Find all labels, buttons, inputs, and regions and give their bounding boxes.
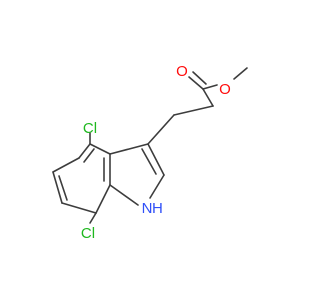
bond-c7-cl: [89, 212, 97, 224]
bond-n1-c7a: [109, 184, 139, 206]
chlorine-4-label: Cl: [83, 120, 97, 137]
bond-c4-c5-double: [83, 148, 95, 163]
molecule-structure-diagram: O O Cl Cl N H: [52, 63, 248, 242]
indole-nitrogen-label: N: [142, 200, 153, 217]
bond-ch2-carbonyl: [202, 88, 214, 107]
bond-c3a-c3: [109, 143, 149, 155]
ester-oxygen-label: O: [219, 81, 231, 98]
bond-carbonyl-o-double-2: [192, 71, 207, 85]
bond-carbonyl-o-double-1: [188, 76, 204, 90]
bond-c5-c6: [52, 157, 80, 173]
bond-ch2-ch2: [173, 105, 214, 116]
bond-c3-c2: [147, 143, 165, 176]
bond-c4-c5: [78, 143, 91, 159]
bond-c6-c7-double: [58, 175, 68, 201]
chlorine-7-label: Cl: [81, 225, 95, 242]
bond-c7-c7a: [61, 202, 97, 214]
bond-c2-n1: [149, 174, 165, 199]
bond-c3-c2-double: [141, 148, 157, 175]
bond-c3-ch2: [147, 114, 175, 145]
carbonyl-oxygen-label: O: [176, 63, 188, 80]
bond-carbonyl-ester-o: [202, 84, 218, 90]
bond-c7a-c3a: [95, 184, 111, 214]
bond-c6-c7: [52, 171, 63, 204]
bond-ester-o-methyl: [233, 67, 248, 80]
bond-c3a-c4: [89, 143, 111, 155]
indole-hydrogen-label: H: [152, 200, 163, 217]
